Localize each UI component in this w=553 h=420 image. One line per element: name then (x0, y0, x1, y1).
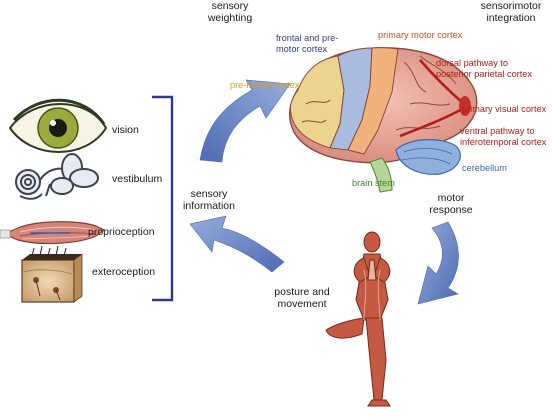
inner-ear-icon (15, 153, 99, 200)
label-primary-visual: primary visual cortex (462, 104, 547, 114)
label-sensorimotor-integration: sensorimotor integration (470, 0, 552, 25)
label-sensory-information-text: sensory information (183, 188, 235, 213)
label-sensory-weighting: sensory weighting (190, 0, 270, 25)
label-prefrontal: pre-frontal cortex (230, 80, 300, 90)
label-ventral-pathway: ventral pathway to inferotemporal cortex (460, 126, 547, 147)
label-frontal-premotor: frontal and pre- motor cortex (276, 33, 339, 54)
brain-illustration (289, 47, 478, 193)
label-dorsal-pathway: dorsal pathway to posterior parietal cor… (436, 58, 533, 79)
sense-label-vestibulum: vestibulum (112, 173, 163, 185)
senses-bracket (152, 95, 174, 302)
human-figure-illustration (325, 231, 391, 407)
label-posture-movement: posture and movement (264, 286, 340, 311)
label-sensory-information: sensory information (170, 188, 248, 213)
arrow-motor-response (417, 221, 459, 305)
label-brain-stem: brain stem (352, 178, 395, 188)
arrow-sensory-weighting (199, 79, 291, 163)
label-sensory-weighting-text: sensory weighting (207, 0, 253, 25)
label-motor-response-text: motor response (429, 192, 473, 217)
muscle-icon (0, 221, 106, 245)
label-sensorimotor-integration-text: sensorimotor integration (480, 0, 542, 25)
eye-icon (8, 98, 108, 153)
label-motor-response: motor response (418, 192, 484, 217)
sense-label-exteroception: exteroception (92, 266, 156, 278)
skin-icon (21, 245, 83, 303)
label-posture-movement-text: posture and movement (274, 286, 330, 311)
label-primary-motor: primary motor cortex (378, 30, 463, 40)
sense-label-vision: vision (112, 124, 139, 136)
arrow-posture-to-sensory (189, 215, 285, 273)
label-cerebellum: cerebellum (462, 163, 507, 173)
sense-label-proprioception: proprioception (88, 226, 155, 238)
